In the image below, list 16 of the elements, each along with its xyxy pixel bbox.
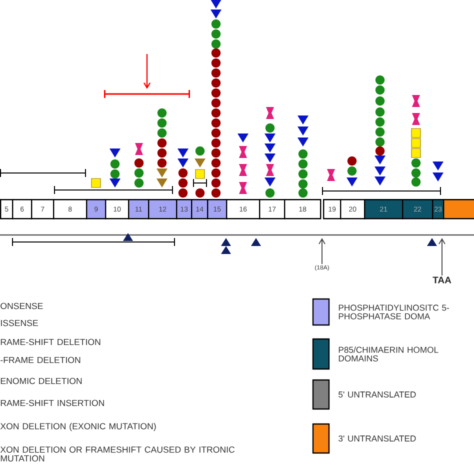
legend-text: ONSENSE: [0, 302, 43, 310]
legend-text: ENOMIC DELETION: [0, 378, 82, 384]
legend-text: 3' UNTRANSLATED: [338, 435, 416, 442]
leader-line: [438, 238, 446, 276]
site-label: TAA: [432, 276, 452, 284]
legend-text: ISSENSE: [1, 320, 38, 326]
legend-text: P85/CHIMAERIN HOMOL DOMAINS: [338, 346, 438, 362]
legend-text: PHOSPHATIDYLINOSITC 5-PHOSPHATASE DOMA: [338, 304, 449, 320]
leader-line: [318, 238, 326, 264]
legend-text: XON DELETION OR FRAMESHIFT CAUSED BY ITRONIC MUTATION: [0, 446, 235, 462]
legend-text: -FRAME DELETION: [0, 356, 80, 364]
legend-text: RAME-SHIFT DELETION: [0, 338, 100, 346]
legend-text: RAME-SHIFT INSERTION: [0, 400, 104, 406]
legend-text: 5' UNTRANSLATED: [338, 391, 416, 398]
exon-box: [443, 199, 474, 220]
legend-text: XON DELETION (EXONIC MUTATION): [0, 422, 156, 432]
